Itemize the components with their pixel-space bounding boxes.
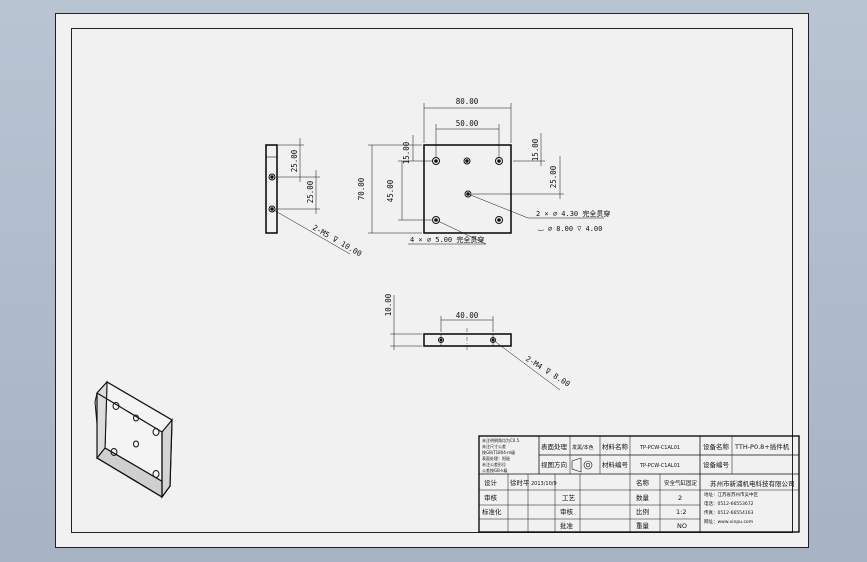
front-view <box>368 103 604 245</box>
approve-label: 审核 <box>560 507 574 516</box>
svg-text:未注明倒角均为C0.5: 未注明倒角均为C0.5 <box>482 437 520 443</box>
dim-hole-spacing-y: 45.00 <box>386 179 395 202</box>
svg-text:表面处理：阳极: 表面处理：阳极 <box>482 455 510 461</box>
part-no-value: TP-PCW-C1AL01 <box>639 463 680 469</box>
name-value: 安全气缸固定 <box>664 479 698 487</box>
svg-text:未注尺寸公差: 未注尺寸公差 <box>482 443 506 449</box>
projection-label: 视图方向 <box>541 460 567 469</box>
note-side-thread: 2-M5 ⊽ 10.00 <box>311 223 364 259</box>
note-bottom-thread: 2-M4 ⊽ 8.00 <box>524 354 572 389</box>
dim-top-width: 80.00 <box>456 97 479 106</box>
company-tel: 电话：0512-66553672 <box>704 500 754 507</box>
dim-bottom-length: 40.00 <box>456 311 479 320</box>
equipment-label: 设备名称 <box>703 442 730 451</box>
company-fax: 传真：0512-66554163 <box>704 509 754 516</box>
isometric-view <box>94 380 173 499</box>
material-label: 材料名称 <box>602 442 629 451</box>
surface-label: 表面处理 <box>541 442 568 451</box>
note-counterbore: ⌴ ∅ 8.00 ⊽ 4.00 <box>538 225 602 233</box>
title-block-grid <box>478 435 800 533</box>
note-holes-2: 2 × ∅ 4.30 完全贯穿 <box>536 209 610 218</box>
check-label: 审核 <box>484 493 498 502</box>
drawing-frame <box>71 28 793 533</box>
tech-notes: 未注明倒角均为C0.5 未注尺寸公差 按GB/T1804-m级 表面处理：阳极 … <box>482 437 520 473</box>
svg-text:公差按GB-k级: 公差按GB-k级 <box>482 467 508 473</box>
note-holes-4: 4 × ∅ 5.00 完全贯穿 <box>410 235 484 244</box>
bottom-view <box>390 295 561 391</box>
side-view <box>265 138 351 255</box>
equipment-no-label: 设备编号 <box>703 460 730 469</box>
company-web: 网址：www.xinpu.com <box>704 518 753 525</box>
dim-hole-spacing-x: 50.00 <box>456 119 479 128</box>
dim-top-offset: 15.00 <box>402 141 411 164</box>
dim-thickness: 10.00 <box>384 293 393 316</box>
part-no-label: 材料编号 <box>602 460 629 469</box>
drawing-sheet <box>55 13 809 548</box>
scale-value: 1:2 <box>676 508 686 516</box>
designer: 徐时平 <box>510 478 530 487</box>
dim-right-offset: 15.00 <box>531 138 540 161</box>
svg-text:按GB/T1804-m级: 按GB/T1804-m级 <box>482 449 515 455</box>
name-label: 名称 <box>636 478 650 487</box>
design-date: 2013/10/9 <box>531 481 557 487</box>
mass-value: NO <box>677 522 687 530</box>
company-address: 地址：江苏省苏州市吴中区 <box>704 491 758 498</box>
surface-value: 发黑/本色 <box>572 444 594 451</box>
material-value: TP-PCW-C1AL01 <box>639 445 680 451</box>
qty-label: 数量 <box>636 493 650 502</box>
design-label: 设计 <box>484 478 498 487</box>
dim-side-1: 25.00 <box>290 149 299 172</box>
dim-center-offset: 25.00 <box>549 165 558 188</box>
mass-label: 重量 <box>636 522 650 530</box>
title-block: 未注明倒角均为C0.5 未注尺寸公差 按GB/T1804-m级 表面处理：阳极 … <box>482 437 795 530</box>
dim-height: 70.00 <box>357 177 366 200</box>
svg-text:未注公差形位: 未注公差形位 <box>482 461 506 467</box>
qty-value: 2 <box>678 494 682 502</box>
equipment-value: TTH-P0.8+插件机 <box>734 442 790 451</box>
process-label: 工艺 <box>562 494 576 502</box>
dim-side-2: 25.00 <box>306 180 315 203</box>
approve2-label: 批准 <box>560 521 574 530</box>
company-name: 苏州市新浦机电科技有限公司 <box>710 479 795 488</box>
scale-label: 比例 <box>636 507 649 516</box>
standard-label: 标准化 <box>482 507 502 516</box>
